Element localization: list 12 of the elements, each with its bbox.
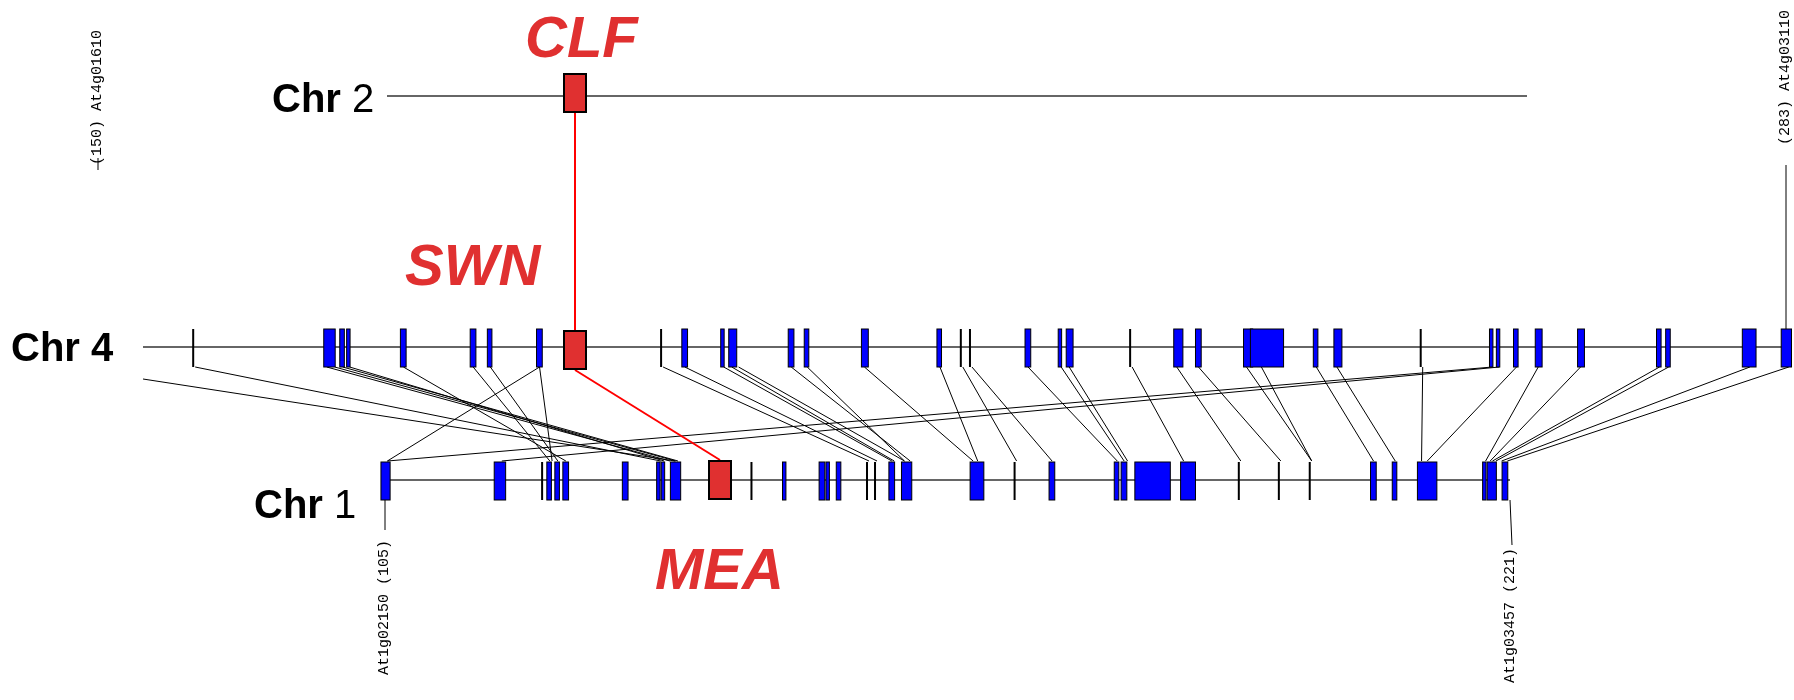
chromosome-label: Chr 1: [254, 484, 357, 524]
gene-id-label: At1g02150 (105): [377, 540, 392, 676]
gene-name: SWN: [405, 236, 541, 294]
gene-name: CLF: [525, 8, 638, 66]
chromosome-label: Chr 4: [11, 327, 114, 367]
connector-line: [574, 369, 721, 461]
gene-name: MEA: [655, 540, 784, 598]
connector-line: [574, 112, 576, 331]
chromosome-label: Chr 2: [272, 78, 375, 118]
gene-id-label: (283) At4g03110: [1778, 10, 1793, 146]
gene-id-label: At1g03457 (221): [1503, 548, 1518, 684]
gene-id-label: (150) At4g01610: [90, 30, 105, 166]
